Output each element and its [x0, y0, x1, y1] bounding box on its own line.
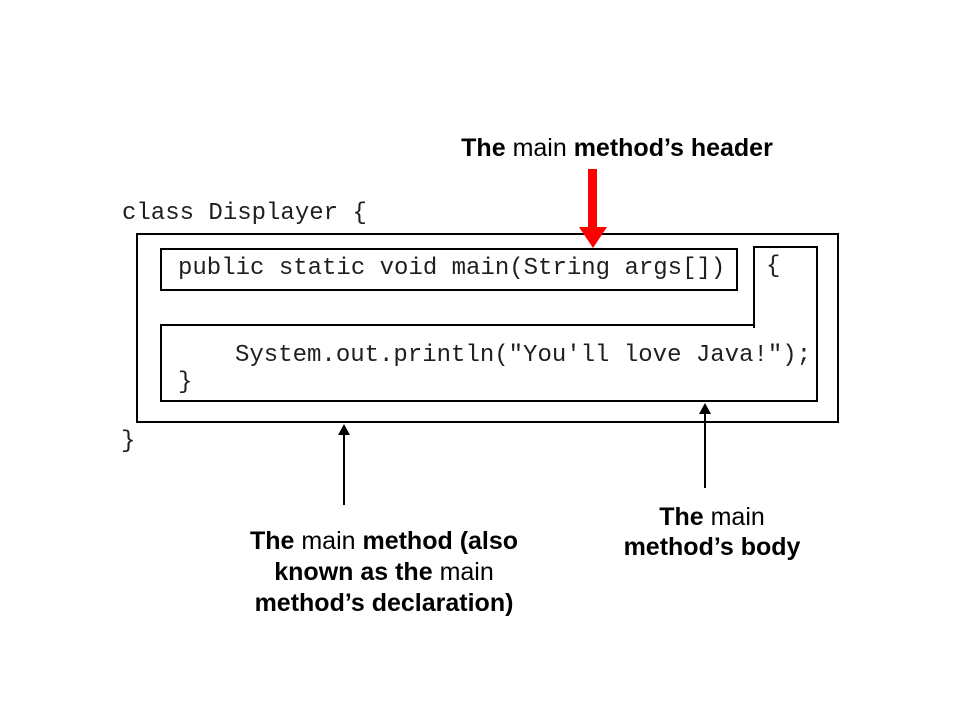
main-method-box: [136, 233, 839, 423]
code-method-header: public static void main(String args[]): [178, 255, 726, 283]
header-annotation-text-2: method’s header: [566, 134, 773, 162]
body-code-word: main: [710, 503, 765, 531]
declaration-code-word-1: main: [301, 527, 356, 555]
header-annotation-text: The: [461, 134, 513, 162]
header-annotation-label: The main method’s header: [420, 134, 814, 162]
declaration-annotation-label: The main method (also known as the main …: [224, 526, 544, 619]
declaration-arrow-up-icon: [338, 424, 350, 435]
body-annotation-line2: method’s body: [623, 533, 801, 561]
declaration-annotation-line2: known as the main: [274, 558, 494, 586]
code-method-close-brace: }: [178, 369, 193, 396]
declaration-annotation-line3: method’s declaration): [254, 589, 514, 617]
code-class-close-brace: }: [121, 428, 136, 455]
red-arrow-shaft: [588, 169, 597, 228]
code-open-brace: {: [766, 253, 781, 280]
declaration-arrow-shaft: [343, 433, 345, 505]
body-arrow-shaft: [704, 412, 706, 488]
body-annotation-line1: The main: [659, 503, 765, 531]
header-annotation-code-word: main: [512, 134, 567, 162]
code-class-declaration: class Displayer {: [122, 200, 367, 227]
body-annotation-label: The main method’s body: [599, 502, 825, 562]
code-println-statement: System.out.println("You'll love Java!");: [235, 342, 812, 369]
declaration-annotation-line1: The main method (also: [249, 527, 519, 555]
method-body-box: System.out.println("You'll love Java!");…: [160, 324, 818, 402]
method-header-box: public static void main(String args[]): [160, 248, 738, 291]
declaration-code-word-2: main: [439, 558, 494, 586]
body-arrow-up-icon: [699, 403, 711, 414]
red-arrow-down-icon: [579, 227, 607, 248]
open-brace-box: {: [753, 246, 818, 328]
